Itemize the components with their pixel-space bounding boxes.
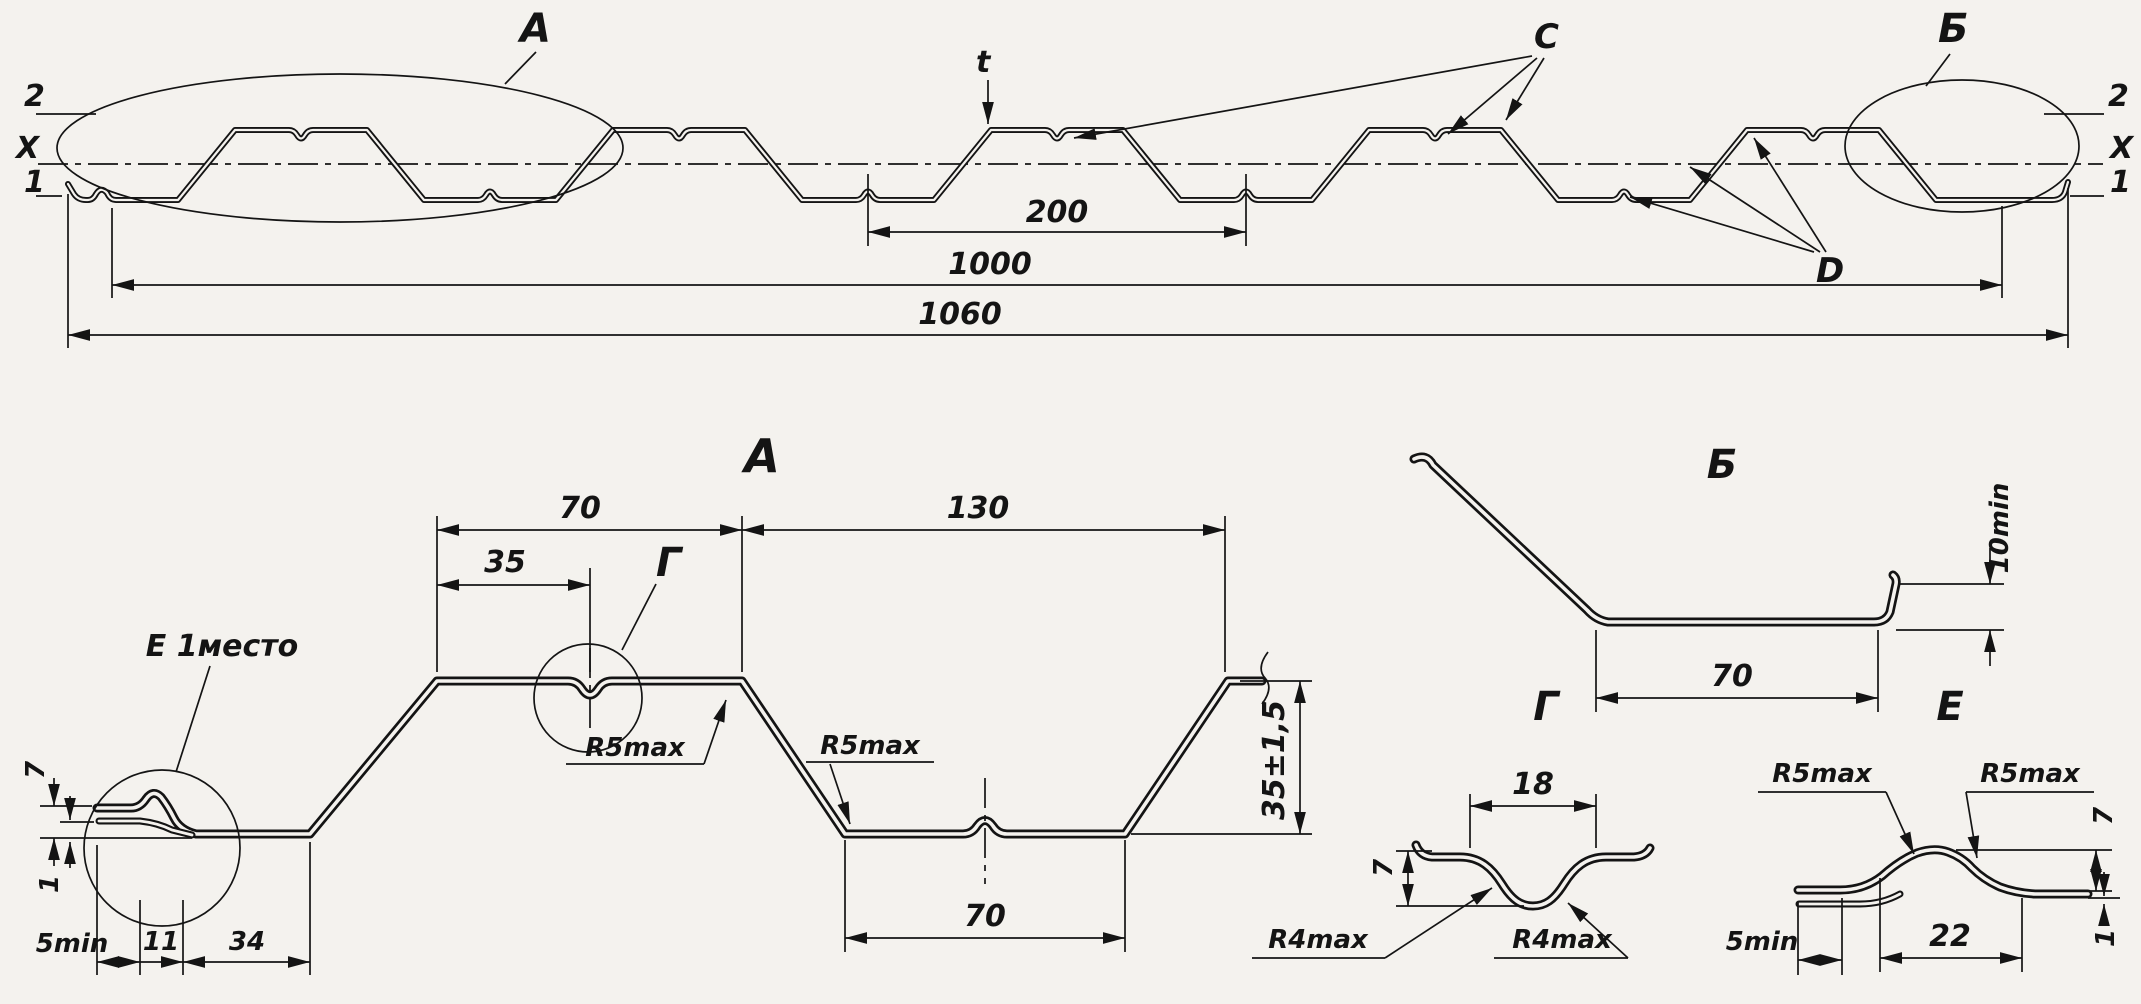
dim-1-thickness: 1 xyxy=(35,796,94,893)
dim-200: 200 xyxy=(867,174,1247,246)
detail-marker-a: А xyxy=(517,6,551,52)
dim-text-7: 7 xyxy=(21,760,51,779)
detail-e-title: Е xyxy=(1936,684,1963,730)
profile-outline-core xyxy=(66,128,2070,202)
dim-text-34: 34 xyxy=(229,927,265,957)
detail-e-profile xyxy=(1793,845,2093,899)
marker-g-leader xyxy=(621,583,657,651)
detail-e-section: Е R5max R5max 7 1 xyxy=(1726,684,2121,975)
dim-text-5min-end: 5min xyxy=(1726,927,1799,957)
dim-1000: 1000 xyxy=(111,206,2003,298)
radius-text-r5-corner: R5max xyxy=(820,731,921,761)
dim-text-height-35: 35±1,5 xyxy=(1257,700,1292,820)
dim-text-70-flat: 70 xyxy=(1711,659,1753,694)
d-leader-1 xyxy=(1629,196,1815,253)
dim-130: 130 xyxy=(742,491,1226,672)
dim-text-5min: 5min xyxy=(36,929,109,959)
c-leader-1 xyxy=(1073,55,1533,140)
c-leader-3 xyxy=(1505,57,1545,121)
dim-text-35: 35 xyxy=(484,545,526,580)
dim-text-1060: 1060 xyxy=(918,297,1002,332)
detail-g-section: Г 18 7 R4max R4max xyxy=(1252,684,1655,959)
dim-22: 22 xyxy=(1879,878,2023,972)
note-e-leader xyxy=(175,665,211,773)
dim-10min: 10min xyxy=(1896,483,2015,666)
dim-text-18: 18 xyxy=(1512,767,1554,802)
dim-7-depth: 7 xyxy=(1369,850,1524,907)
detail-b-section: Б 70 10min xyxy=(1409,442,2015,712)
edge-label-2-left: 2 xyxy=(24,79,45,114)
dim-text-22: 22 xyxy=(1929,919,1971,954)
dim-text-7-depth: 7 xyxy=(1369,858,1399,877)
detail-b-boundary-oval xyxy=(1844,79,2080,213)
dim-5min-end: 5min xyxy=(1726,898,1843,975)
dim-text-1000: 1000 xyxy=(948,247,1032,282)
axis-label-x-right: X xyxy=(2108,131,2135,166)
feature-label-c: C xyxy=(1534,17,1559,57)
dim-1-thickness-e: 1 xyxy=(2088,872,2121,947)
detail-g-profile-core xyxy=(1414,843,1652,908)
dim-18: 18 xyxy=(1469,767,1597,848)
dim-70-flat: 70 xyxy=(1595,630,1879,712)
detail-e-boundary-circle xyxy=(83,769,241,927)
detail-b-profile-core xyxy=(1412,455,1898,624)
dim-7-height: 7 xyxy=(1956,806,2119,892)
radius-callout-r5-right: R5max xyxy=(1965,759,2094,859)
d-leader-2 xyxy=(1689,166,1821,253)
dim-text-1: 1 xyxy=(35,875,65,893)
overview-section: 2 X 1 2 X 1 А Б C D t 200 xyxy=(14,6,2135,348)
edge-label-1-left: 1 xyxy=(24,165,45,200)
detail-a-leader xyxy=(504,51,537,85)
radius-text-r5-right: R5max xyxy=(1980,759,2081,789)
detail-a-break-line xyxy=(1260,651,1270,705)
dim-text-1-thickness: 1 xyxy=(2091,929,2121,947)
profile-outline xyxy=(65,127,2071,203)
detail-e-underlap-core xyxy=(1797,892,1902,906)
marker-g: Г xyxy=(656,540,684,586)
dim-text-11: 11 xyxy=(143,927,179,957)
dim-text-70-flange: 70 xyxy=(559,491,601,526)
radius-text-r4-right: R4max xyxy=(1512,925,1613,955)
detail-marker-b: Б xyxy=(1938,6,1969,52)
dim-text-70-trough: 70 xyxy=(964,899,1006,934)
dim-chain-bottom: 5min 11 34 xyxy=(36,842,311,975)
radius-callout-r5-corner: R5max xyxy=(806,731,934,825)
dim-1060: 1060 xyxy=(67,188,2069,348)
radius-text-r4-left: R4max xyxy=(1268,925,1369,955)
dim-text-10min: 10min xyxy=(1985,483,2015,574)
radius-callout-r5-left: R5max xyxy=(1758,759,1915,855)
detail-a-end-underlap-core xyxy=(97,819,194,837)
edge-label-1-right: 1 xyxy=(2110,165,2131,200)
dim-height-35: 35±1,5 xyxy=(1131,680,1312,835)
radius-callout-r4-right: R4max xyxy=(1494,902,1629,959)
detail-a-boundary-oval xyxy=(56,73,624,223)
detail-g-title: Г xyxy=(1533,684,1561,730)
detail-b-title: Б xyxy=(1707,442,1738,488)
dim-text-200: 200 xyxy=(1026,195,1089,230)
dim-text-130: 130 xyxy=(947,491,1010,526)
dim-35: 35 xyxy=(437,545,591,672)
radius-callout-r5-groove: R5max xyxy=(566,699,727,765)
detail-a-section: А 70 35 130 Г R5ma xyxy=(21,429,1312,975)
dim-70-trough: 70 xyxy=(844,840,1126,952)
detail-b-leader xyxy=(1925,53,1951,87)
d-leader-3 xyxy=(1753,137,1827,253)
radius-text-r5-groove: R5max xyxy=(585,733,686,763)
detail-b-profile xyxy=(1409,452,1901,627)
dim-70-flange: 70 xyxy=(436,491,743,672)
dim-text-7-height: 7 xyxy=(2089,806,2119,825)
edge-label-2-right: 2 xyxy=(2108,79,2129,114)
detail-e-profile-core xyxy=(1796,847,2090,896)
c-leader-2 xyxy=(1447,57,1538,135)
detail-g-boundary-circle xyxy=(533,643,643,753)
thickness-label-t: t xyxy=(976,45,992,80)
radius-callout-r4-left: R4max xyxy=(1252,887,1493,959)
detail-g-profile xyxy=(1411,840,1655,911)
axis-label-x-left: X xyxy=(14,131,41,166)
radius-text-r5-left: R5max xyxy=(1772,759,1873,789)
note-e-1-place: Е 1место xyxy=(146,629,298,664)
detail-a-title: А xyxy=(741,429,780,483)
